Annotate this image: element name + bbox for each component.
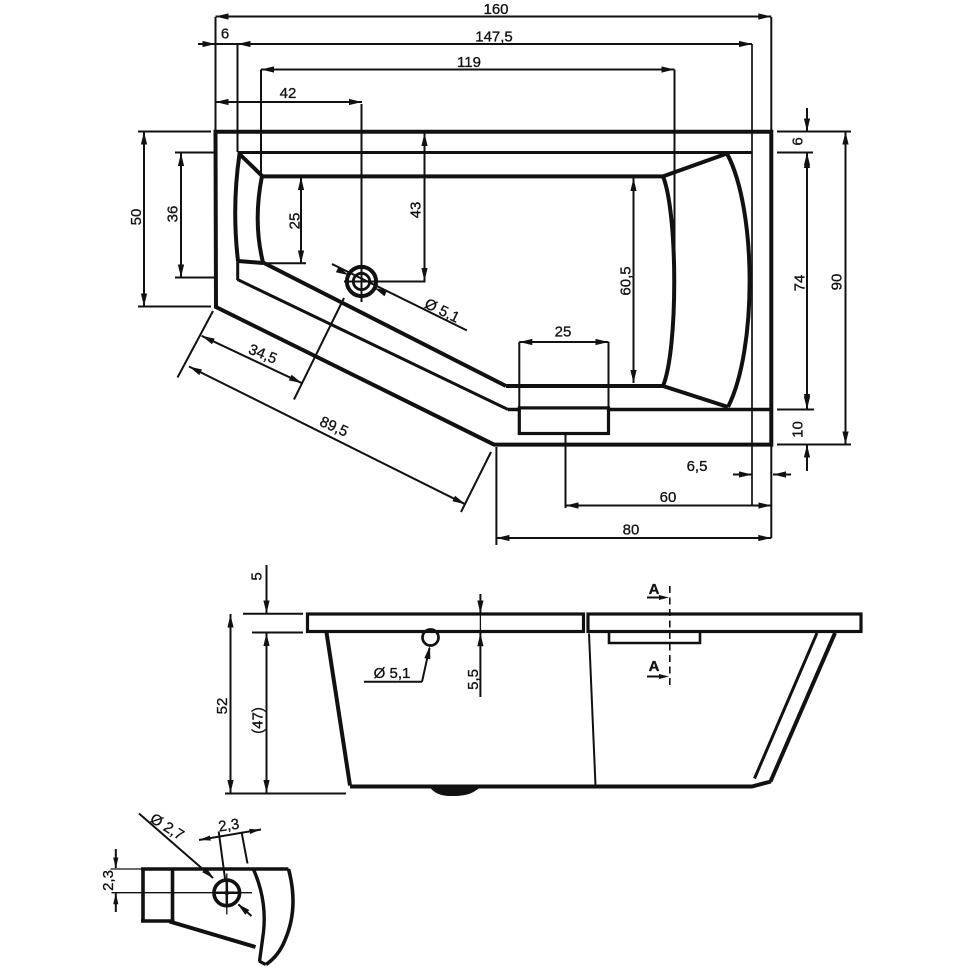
svg-text:A: A (649, 581, 660, 598)
svg-text:60,5: 60,5 (618, 266, 635, 295)
svg-text:Ø 5,1: Ø 5,1 (374, 665, 411, 682)
svg-text:6: 6 (790, 137, 807, 145)
svg-text:90: 90 (829, 274, 846, 291)
svg-text:52: 52 (214, 698, 231, 715)
svg-text:80: 80 (623, 522, 640, 539)
svg-text:119: 119 (457, 54, 481, 71)
svg-text:160: 160 (483, 1, 508, 18)
svg-text:5,5: 5,5 (465, 669, 482, 690)
svg-text:36: 36 (165, 206, 182, 223)
svg-text:60: 60 (660, 489, 677, 506)
svg-text:2,3: 2,3 (100, 870, 117, 891)
svg-text:42: 42 (280, 85, 297, 102)
svg-text:147,5: 147,5 (475, 29, 513, 46)
svg-text:2,3: 2,3 (217, 816, 240, 836)
svg-text:10: 10 (790, 421, 807, 438)
svg-text:6,5: 6,5 (687, 458, 708, 475)
svg-text:89,5: 89,5 (317, 413, 351, 440)
svg-text:50: 50 (128, 209, 145, 226)
svg-text:74: 74 (792, 275, 809, 292)
svg-text:25: 25 (287, 213, 304, 230)
svg-text:25: 25 (555, 324, 572, 341)
svg-text:6: 6 (221, 26, 229, 43)
svg-text:Ø 5,1: Ø 5,1 (422, 295, 462, 326)
svg-text:43: 43 (408, 202, 425, 219)
svg-text:5: 5 (249, 572, 266, 580)
svg-text:A: A (649, 658, 660, 675)
svg-text:(47): (47) (250, 707, 267, 734)
